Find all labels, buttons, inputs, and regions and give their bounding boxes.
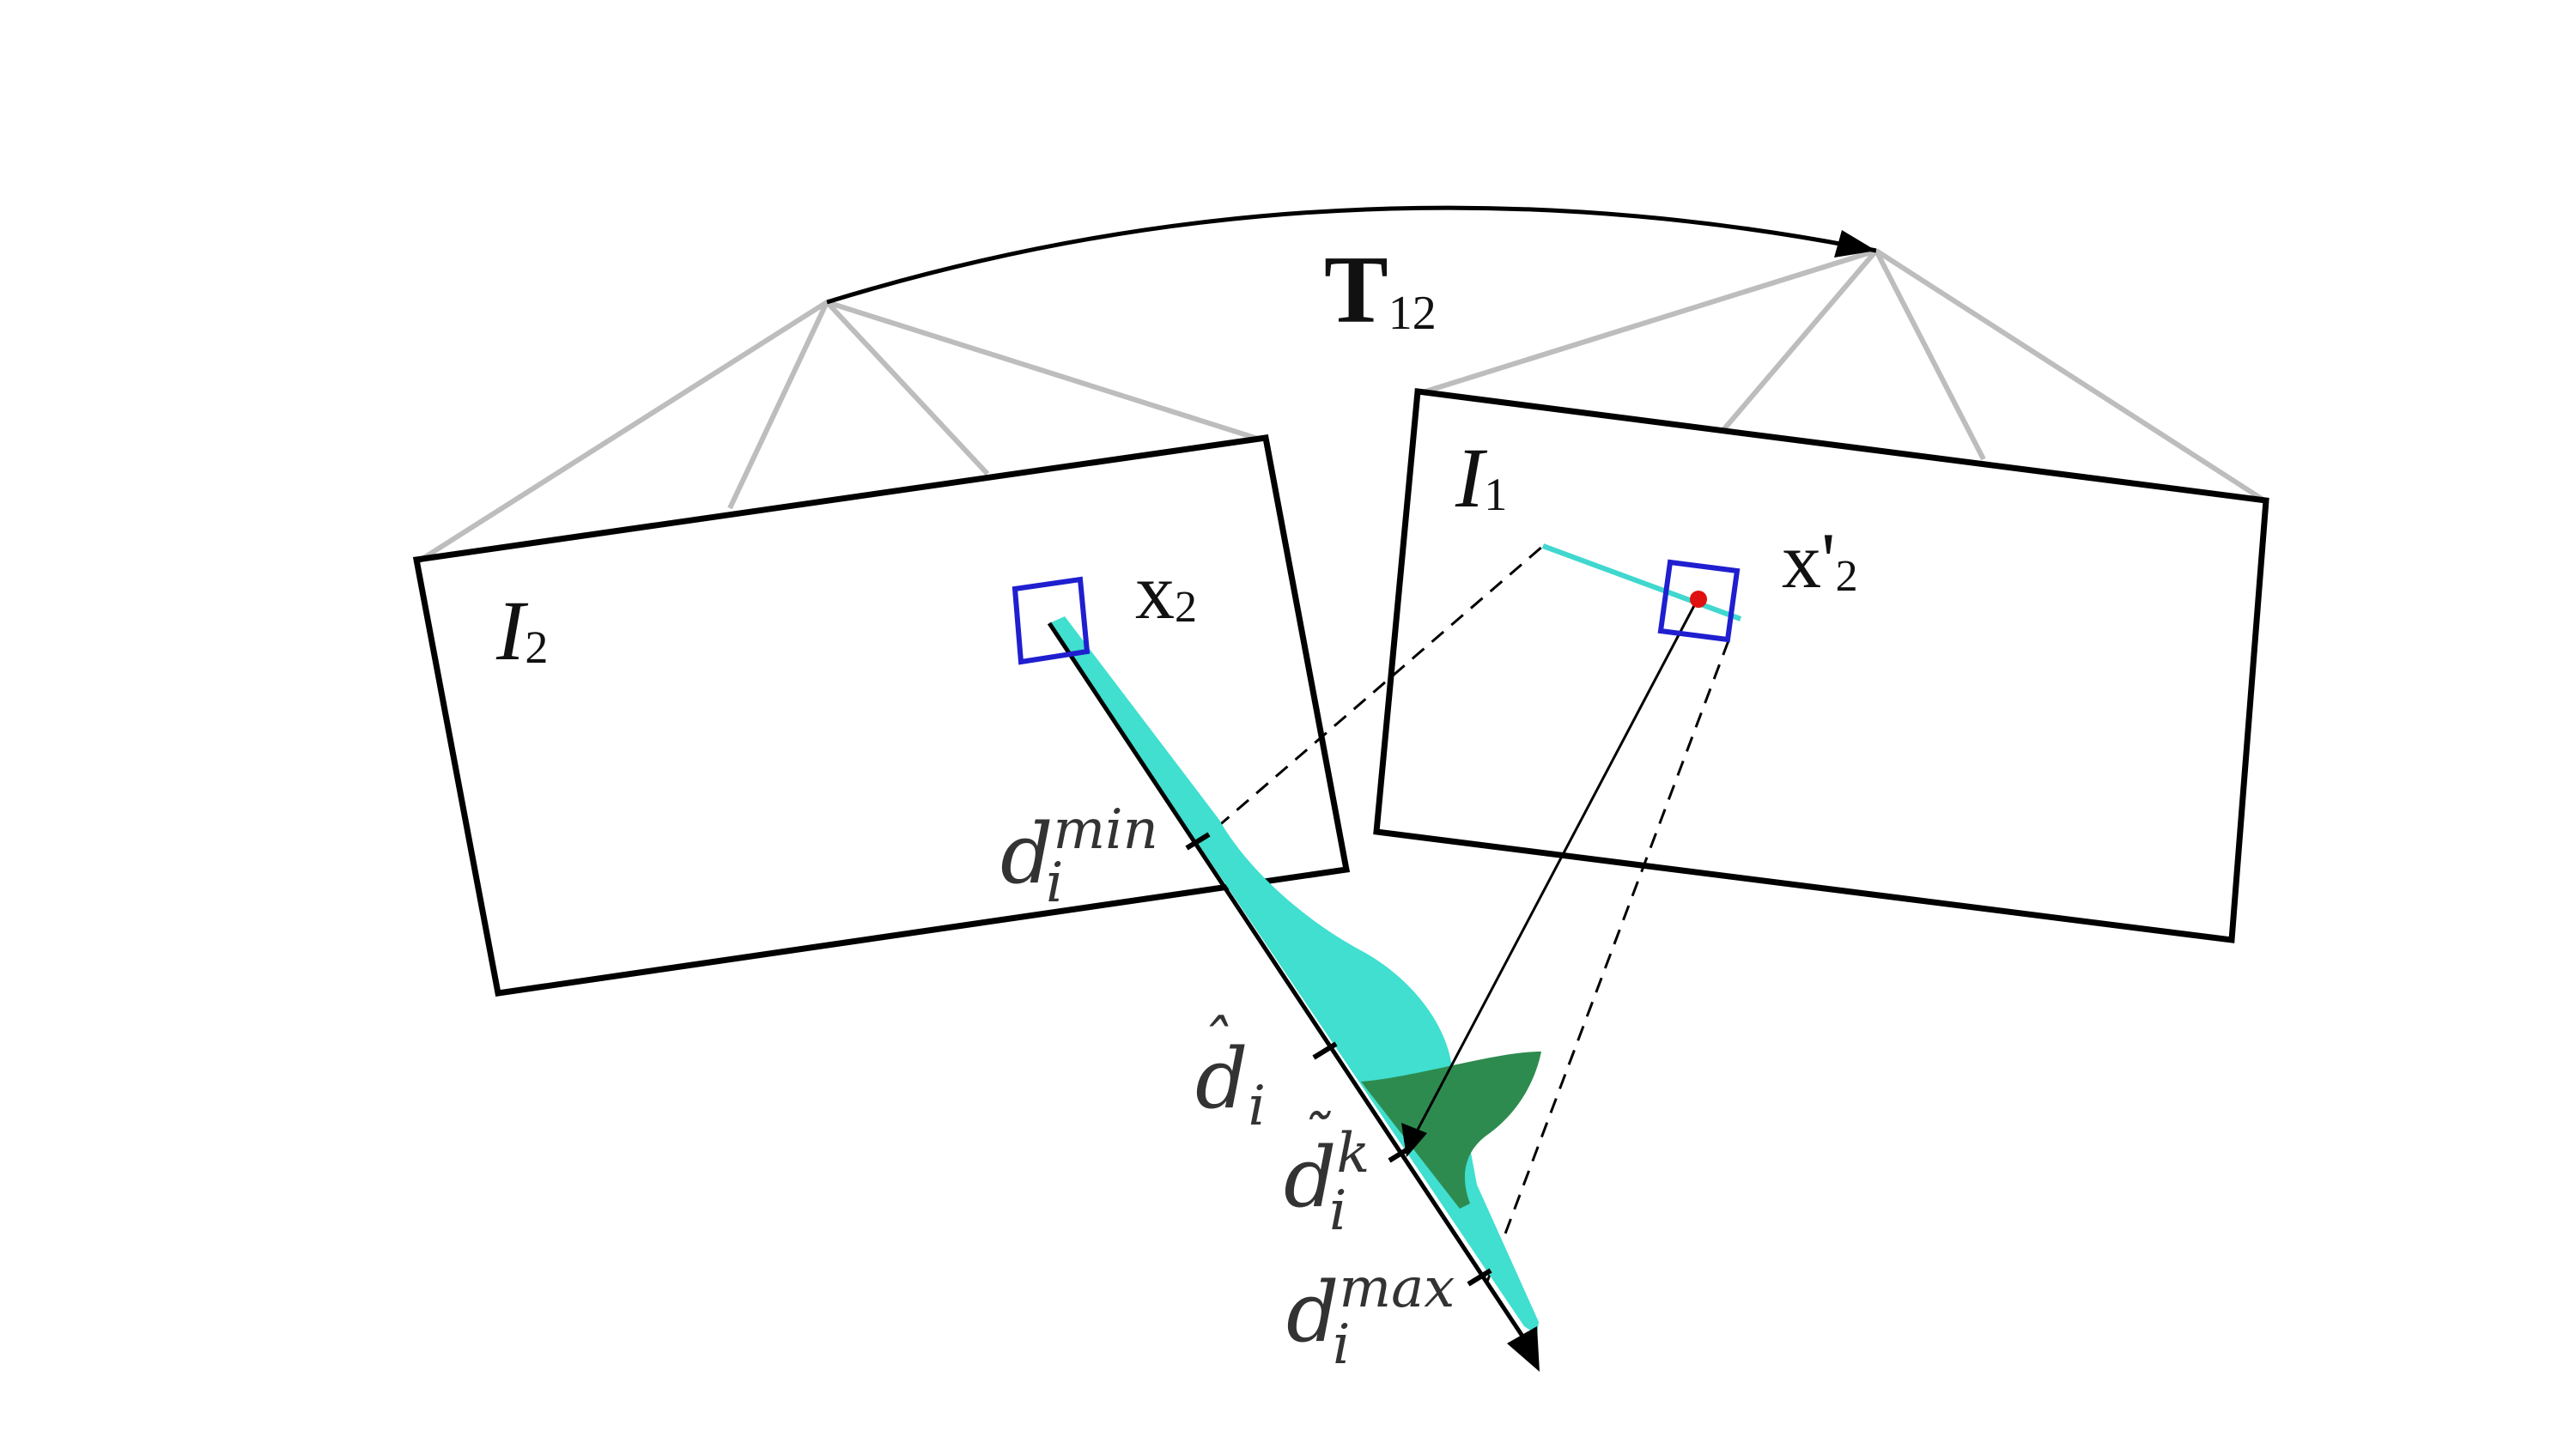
point-x2-label: x2 bbox=[1135, 548, 1197, 635]
transform-label: T12 bbox=[1324, 237, 1437, 343]
point-x2-prime-label-main: x' bbox=[1782, 517, 1836, 604]
depth-min-label-main: d bbox=[1000, 806, 1053, 902]
patch-box-x2 bbox=[1012, 576, 1091, 665]
epipolar-segment bbox=[1541, 543, 1742, 621]
depth-tilde-label-sup: k bbox=[1336, 1122, 1370, 1185]
image-right-label-sub: 1 bbox=[1484, 469, 1507, 520]
depth-min-label-sub: i bbox=[1046, 852, 1063, 915]
depth-tilde-label-main: d bbox=[1284, 1130, 1336, 1226]
depth-max-label-sub: i bbox=[1333, 1313, 1350, 1377]
projection-arrowhead bbox=[1401, 1123, 1427, 1157]
projection-arrow bbox=[1415, 598, 1699, 1132]
depth-min-label-sup: min bbox=[1053, 798, 1157, 862]
image-plane-right bbox=[1373, 388, 2269, 943]
point-x2-prime-label-sub: 2 bbox=[1836, 552, 1858, 601]
depth-max-label: dmax bbox=[1286, 1257, 1455, 1361]
image-left-label-main: I bbox=[495, 583, 529, 678]
depth-max-label-sup: max bbox=[1339, 1257, 1455, 1320]
transform-arrow bbox=[826, 205, 1877, 305]
image-left-label: I2 bbox=[495, 583, 548, 678]
depth-hat-label-sub: i bbox=[1248, 1075, 1265, 1138]
depth-max-label-main: d bbox=[1286, 1264, 1339, 1361]
depth-tilde-label: dk bbox=[1284, 1122, 1370, 1226]
transform-label-main: T bbox=[1324, 237, 1388, 343]
patch-box-x2-prime bbox=[1657, 559, 1741, 643]
image-left-label-sub: 2 bbox=[525, 621, 548, 673]
camera-left-frustum bbox=[416, 300, 1261, 564]
point-x2-prime-label: x'2 bbox=[1782, 517, 1858, 604]
depth-distribution bbox=[1049, 616, 1539, 1335]
depth-hat-label-accent: ˆ bbox=[1199, 1007, 1230, 1079]
projected-point bbox=[1690, 591, 1707, 608]
transform-label-sub: 12 bbox=[1388, 287, 1437, 340]
depth-hat-label-main: d bbox=[1195, 1031, 1248, 1127]
camera-right-frustum bbox=[1422, 248, 2266, 503]
depth-ray bbox=[1047, 621, 1533, 1349]
image-plane-left bbox=[412, 434, 1351, 997]
image-right-label-main: I bbox=[1455, 430, 1488, 525]
point-x2-label-sub: 2 bbox=[1175, 583, 1197, 632]
depth-ray-arrowhead bbox=[1507, 1326, 1540, 1372]
depth-min-label: dmin bbox=[1000, 798, 1158, 902]
epipolar-lines bbox=[1197, 544, 1732, 1282]
depth-tilde-label-sub: i bbox=[1329, 1179, 1346, 1243]
point-x2-label-main: x bbox=[1135, 548, 1175, 635]
depth-tilde-label-accent: ˜ bbox=[1298, 1101, 1331, 1173]
depth-hat-label: di bbox=[1195, 1031, 1266, 1138]
transform-arrowhead bbox=[1834, 230, 1876, 258]
image-right-label: I1 bbox=[1455, 430, 1507, 525]
refined-distribution bbox=[1361, 1052, 1541, 1209]
